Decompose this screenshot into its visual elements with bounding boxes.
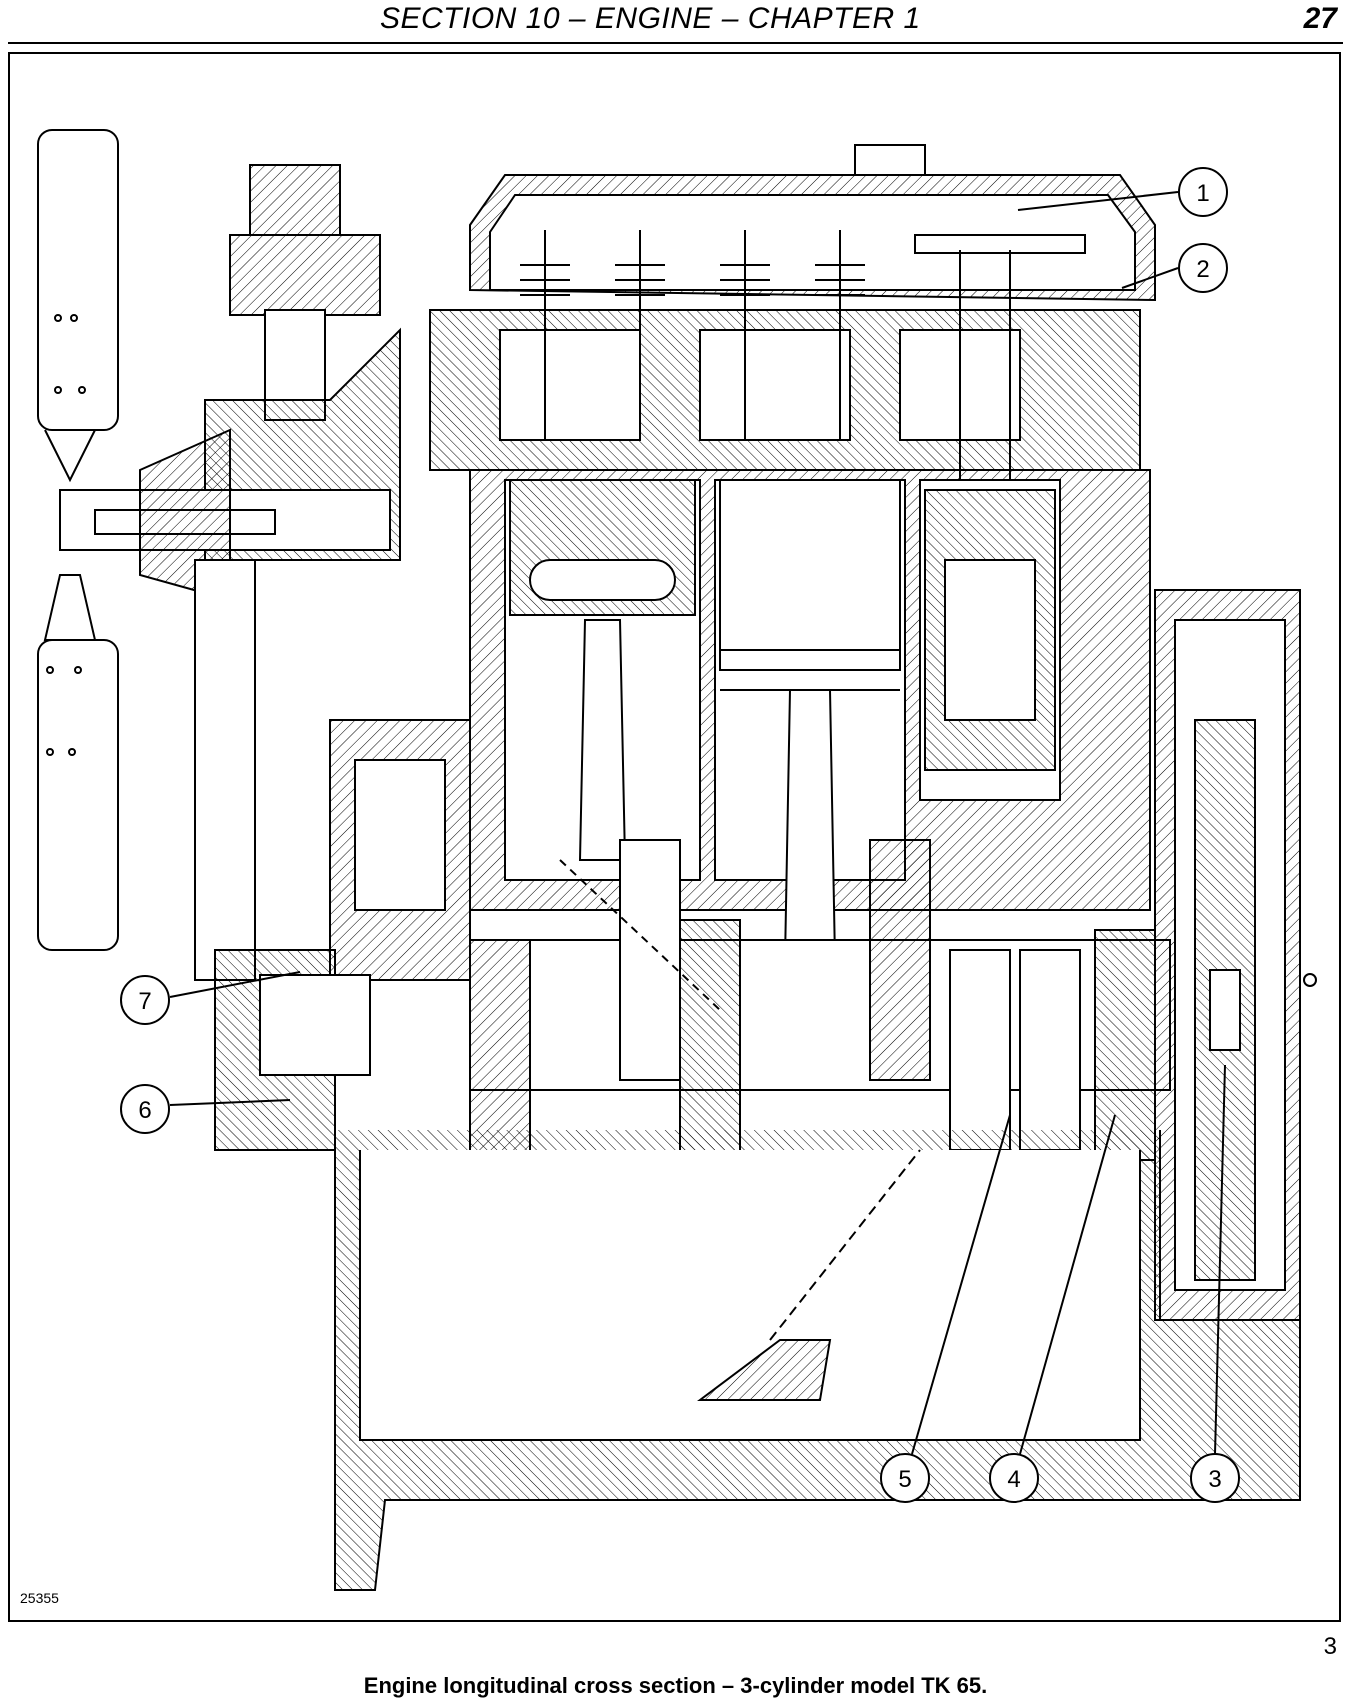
piston-3 — [924, 489, 1056, 771]
svg-text:7: 7 — [138, 988, 151, 1015]
svg-text:5: 5 — [898, 1466, 911, 1493]
crankshaft — [469, 839, 1171, 1161]
header-rule — [8, 42, 1343, 44]
figure-id: 25355 — [20, 1590, 59, 1606]
piston-1 — [509, 479, 696, 861]
callout-3: 3 — [1190, 1453, 1240, 1503]
svg-text:4: 4 — [1007, 1466, 1020, 1493]
piston-2 — [719, 479, 901, 961]
figure-caption: Engine longitudinal cross section – 3-cy… — [363, 1673, 988, 1698]
callout-6: 6 — [120, 1084, 170, 1134]
rocker-cover — [469, 144, 1156, 302]
callout-7: 7 — [120, 975, 170, 1025]
fan-blade-lower — [37, 574, 119, 951]
oil-sump — [334, 1130, 1301, 1591]
svg-text:3: 3 — [1208, 1466, 1221, 1493]
page-header-title: SECTION 10 – ENGINE – CHAPTER 1 — [380, 2, 921, 35]
callout-leaders — [169, 191, 1226, 1455]
callout-2: 2 — [1178, 243, 1228, 293]
callout-1: 1 — [1178, 167, 1228, 217]
fan-blade-upper — [37, 129, 119, 483]
svg-text:2: 2 — [1196, 256, 1209, 283]
timing-cover — [194, 559, 471, 1151]
svg-text:1: 1 — [1196, 180, 1209, 207]
figure-frame — [8, 52, 1341, 1622]
water-pump-housing — [59, 164, 401, 602]
valve-gear — [520, 230, 1086, 690]
svg-text:6: 6 — [138, 1097, 151, 1124]
callout-4: 4 — [989, 1453, 1039, 1503]
callout-5: 5 — [880, 1453, 930, 1503]
cylinder-head — [429, 309, 1141, 471]
figure-number: 3 — [1323, 1633, 1337, 1660]
page-number: 27 — [1303, 2, 1337, 35]
flywheel-housing — [1154, 589, 1317, 1321]
